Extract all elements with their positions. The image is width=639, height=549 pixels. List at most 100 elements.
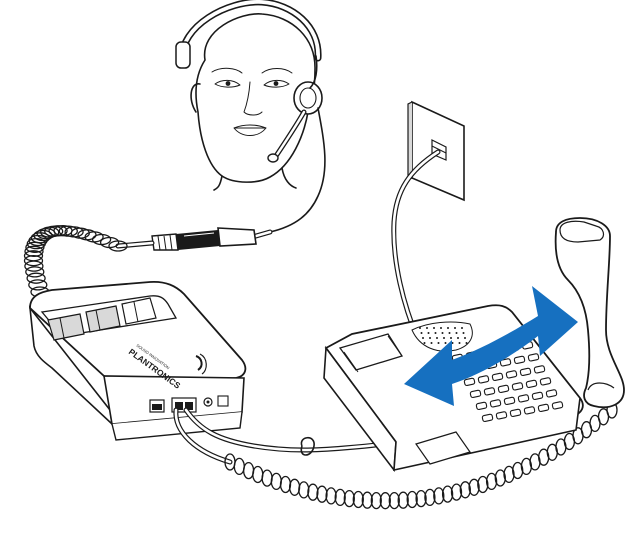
amplifier-icon: PLANTRONICS SOUND INNOVATION	[28, 281, 247, 441]
keypad-key	[545, 389, 558, 398]
coil-loop	[316, 485, 328, 503]
keypad-key	[551, 401, 564, 410]
grille-hole	[436, 337, 438, 339]
coil-loop	[298, 481, 310, 499]
grille-hole	[423, 342, 426, 344]
handset-coiled-cord	[224, 401, 618, 510]
coil-loop	[424, 488, 436, 507]
headset-icon	[175, 0, 326, 233]
grille-hole	[443, 337, 445, 339]
grille-hole	[437, 342, 440, 344]
grille-hole	[441, 332, 444, 334]
keypad-key	[499, 358, 512, 367]
grille-hole	[450, 337, 452, 339]
grille-hole	[440, 327, 442, 329]
keypad-key	[497, 384, 510, 394]
keypad-key	[475, 401, 488, 411]
grille-hole	[461, 327, 463, 329]
coil-loop	[26, 237, 46, 250]
amplifier-ports	[149, 395, 229, 413]
coil-loop	[233, 457, 245, 476]
grille-hole	[457, 337, 459, 339]
volume-rollers	[47, 297, 157, 341]
grille-hole	[447, 327, 449, 329]
coil-loop	[279, 475, 292, 494]
keypad-key	[523, 406, 536, 415]
keypad-key	[525, 379, 538, 389]
grille-hole	[458, 342, 461, 344]
grille-hole	[429, 337, 431, 339]
coil-loop	[28, 279, 48, 291]
coil-loop	[468, 478, 480, 496]
grille-hole	[430, 342, 433, 344]
coil-loop	[23, 255, 44, 267]
double-headed-arrow-icon	[404, 286, 578, 406]
coil-loop	[288, 478, 301, 496]
grille-hole	[434, 332, 437, 334]
coil-loop	[325, 487, 337, 505]
keypad-key	[481, 413, 494, 423]
coil-loop	[25, 241, 45, 253]
coil-loop	[485, 472, 498, 491]
keypad-key	[537, 403, 550, 413]
coil-loop	[494, 469, 506, 487]
coil-loop	[379, 492, 391, 510]
coil-loop	[370, 491, 382, 510]
keypad-key	[519, 367, 532, 377]
amplifier-to-phone-cables	[173, 407, 409, 465]
keypad-key	[517, 394, 530, 403]
quick-disconnect-cable	[115, 227, 273, 251]
grille-hole	[465, 342, 468, 344]
grille-hole	[422, 337, 424, 339]
keypad-key	[495, 411, 508, 420]
coil-loop	[450, 483, 463, 501]
keypad-key	[491, 372, 504, 382]
keypad-key	[505, 370, 518, 379]
coiled-cord-icon	[23, 225, 128, 298]
keypad-key	[533, 365, 546, 374]
coil-loop	[25, 266, 45, 278]
coil-loop	[388, 491, 400, 510]
coil-loop	[334, 488, 346, 507]
grille-hole	[455, 332, 458, 334]
mannequin-head	[190, 13, 316, 191]
coil-loop	[397, 491, 409, 509]
keypad-key	[463, 377, 476, 387]
coil-loop	[477, 475, 489, 494]
keypad-key	[469, 389, 482, 399]
coil-loop	[459, 481, 471, 499]
keypad-key	[511, 382, 524, 391]
coil-loop	[415, 489, 427, 508]
coil-loop	[406, 490, 418, 509]
grille-hole	[462, 332, 465, 334]
coil-loop	[352, 490, 364, 509]
keypad-key	[483, 387, 496, 396]
coil-loop	[343, 489, 355, 508]
coil-loop	[26, 272, 46, 284]
keypad-key	[539, 377, 552, 386]
grille-hole	[426, 327, 428, 329]
coil-loop	[433, 487, 445, 505]
wall-jack-icon	[391, 100, 465, 343]
grille-hole	[420, 332, 423, 334]
keypad-key	[477, 375, 490, 384]
handset-icon	[554, 217, 625, 409]
keypad-key	[503, 396, 516, 406]
keypad-key	[513, 355, 526, 365]
keypad-key	[489, 399, 502, 408]
speaker-grille	[419, 327, 468, 344]
keypad-key	[527, 353, 540, 362]
keypad-key	[509, 408, 522, 418]
grille-hole	[444, 342, 447, 344]
coil-loop	[441, 485, 454, 503]
coil-loop	[261, 469, 273, 487]
keypad-key	[531, 391, 544, 401]
grille-hole	[464, 337, 466, 339]
plantronics-logo	[195, 353, 207, 375]
coil-loop	[270, 472, 282, 491]
coil-loop	[307, 483, 319, 501]
coil-loop	[24, 260, 44, 272]
grille-hole	[448, 332, 451, 334]
coil-loop	[242, 461, 255, 480]
